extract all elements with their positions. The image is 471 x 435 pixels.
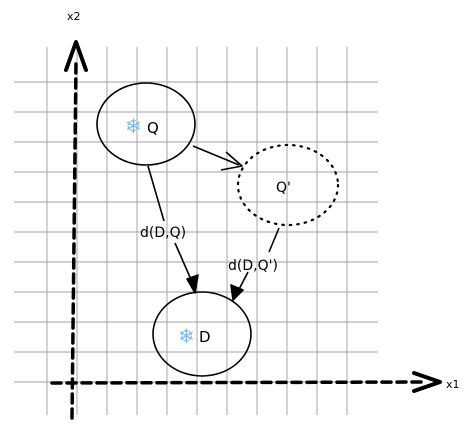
edge-d-q-prime: d(D,Q'): [228, 227, 280, 301]
x-axis-arrowhead: [412, 371, 442, 393]
y-axis: x2: [64, 10, 88, 420]
node-q-label: Q: [147, 119, 159, 137]
background-grid: [14, 47, 378, 415]
y-axis-arrowhead: [64, 40, 88, 72]
node-q-prime-label: Q': [276, 180, 291, 196]
x-axis-label: x1: [446, 378, 460, 391]
snowflake-icon: ❄: [178, 324, 195, 348]
snowflake-icon: ❄: [125, 114, 142, 138]
x-axis: x1: [50, 371, 460, 393]
node-d-label: D: [199, 328, 211, 346]
y-axis-label: x2: [67, 10, 81, 23]
node-q: ❄ Q: [96, 82, 196, 166]
edge-d-q-label: d(D,Q): [140, 225, 186, 241]
edge-d-q-prime-label: d(D,Q'): [228, 258, 278, 274]
edge-d-q-arrowhead: [186, 274, 199, 294]
edge-d-q-prime-arrowhead: [230, 284, 244, 301]
node-q-prime: Q': [236, 143, 340, 227]
node-d: ❄ D: [152, 291, 252, 377]
edge-d-q: d(D,Q): [140, 165, 199, 294]
arrow-q-to-q-prime: [192, 145, 243, 171]
